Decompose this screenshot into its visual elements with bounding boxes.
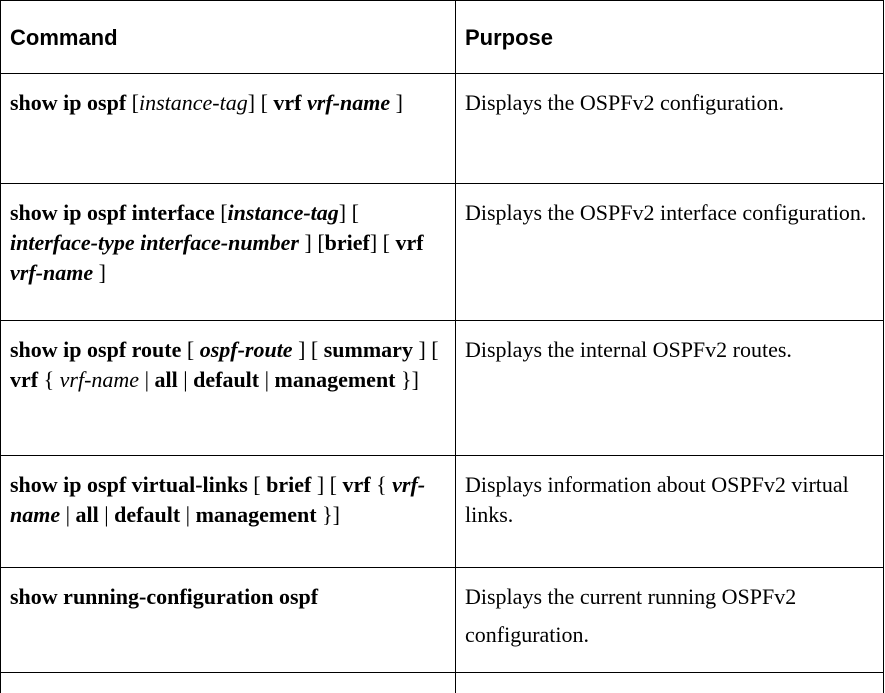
- command-keyword: show ip ospf: [10, 90, 127, 115]
- table-row: show ip ospf interface [instance-tag] [ …: [0, 183, 884, 321]
- purpose-cell: Displays information about OSPFv2 virtua…: [455, 455, 884, 568]
- command-keyword: show ip ospf route: [10, 337, 182, 362]
- command-punct: ] [: [247, 90, 274, 115]
- command-punct: |: [180, 502, 196, 527]
- purpose-cell: Displays the OSPFv2 configuration.: [455, 73, 884, 184]
- command-punct: {: [370, 472, 393, 497]
- command-argument: vrf-name: [10, 472, 426, 527]
- table-row: show ip ospf virtual-links [ brief ] [ v…: [0, 455, 884, 568]
- command-keyword: vrf: [395, 230, 424, 255]
- command-cell: show running-configuration ospf: [0, 567, 456, 673]
- command-keyword: brief: [324, 230, 370, 255]
- command-keyword: management: [274, 367, 396, 392]
- command-punct: ] [: [292, 337, 324, 362]
- command-cell: show ip ospf interface [instance-tag] [ …: [0, 183, 456, 321]
- command-punct: [: [247, 472, 267, 497]
- command-argument: instance-tag: [227, 200, 339, 225]
- purpose-cell: Displays the internal OSPFv2 routes.: [455, 320, 884, 456]
- command-punct: ] [: [412, 337, 439, 362]
- purpose-cell: Displays the current running OSPFv2 conf…: [455, 567, 884, 673]
- table-row-partial: [0, 672, 884, 693]
- purpose-cell: Displays the OSPFv2 interface configurat…: [455, 183, 884, 321]
- command-keyword: default: [114, 502, 181, 527]
- command-keyword: summary: [323, 337, 413, 362]
- command-punct: ] [: [338, 200, 359, 225]
- command-argument: vrf-name: [307, 90, 391, 115]
- command-punct: ]: [390, 90, 403, 115]
- command-punct: [: [126, 90, 139, 115]
- command-keyword: show ip ospf virtual-links: [10, 472, 248, 497]
- command-cell-empty: [0, 672, 456, 693]
- command-keyword: brief: [266, 472, 312, 497]
- command-punct: }]: [395, 367, 419, 392]
- command-cell: show ip ospf route [ ospf-route ] [ summ…: [0, 320, 456, 456]
- table-row: show ip ospf [instance-tag] [ vrf vrf-na…: [0, 73, 884, 184]
- command-argument: vrf-name: [59, 367, 140, 392]
- command-punct: |: [177, 367, 194, 392]
- command-keyword: default: [193, 367, 260, 392]
- command-punct: |: [60, 502, 76, 527]
- command-punct: {: [38, 367, 60, 392]
- purpose-cell-empty: [455, 672, 884, 693]
- command-keyword: management: [195, 502, 317, 527]
- command-keyword: vrf: [10, 367, 39, 392]
- command-keyword: all: [75, 502, 99, 527]
- command-punct: ] [: [311, 472, 343, 497]
- command-punct: }]: [316, 502, 340, 527]
- table-header-row: Command Purpose: [0, 0, 884, 74]
- command-keyword: vrf: [342, 472, 371, 497]
- command-punct: |: [139, 367, 155, 392]
- command-cell: show ip ospf virtual-links [ brief ] [ v…: [0, 455, 456, 568]
- command-punct: [: [214, 200, 228, 225]
- command-keyword: all: [154, 367, 178, 392]
- header-purpose: Purpose: [455, 0, 884, 74]
- command-argument: vrf-name: [10, 260, 94, 285]
- command-argument: instance-tag: [138, 90, 248, 115]
- command-punct: [: [181, 337, 200, 362]
- command-punct: |: [259, 367, 275, 392]
- command-punct: ] [: [369, 230, 396, 255]
- table-row: show running-configuration ospf Displays…: [0, 567, 884, 673]
- command-argument: ospf-route: [199, 337, 293, 362]
- command-keyword: show ip ospf interface: [10, 200, 215, 225]
- command-argument: interface-type interface-number: [10, 230, 299, 255]
- header-command: Command: [0, 0, 456, 74]
- command-punct: ] [: [299, 230, 325, 255]
- command-keyword: vrf: [273, 90, 302, 115]
- command-keyword: show running-configuration ospf: [10, 584, 319, 609]
- command-punct: ]: [93, 260, 106, 285]
- command-cell: show ip ospf [instance-tag] [ vrf vrf-na…: [0, 73, 456, 184]
- command-punct: |: [98, 502, 115, 527]
- table-row: show ip ospf route [ ospf-route ] [ summ…: [0, 320, 884, 456]
